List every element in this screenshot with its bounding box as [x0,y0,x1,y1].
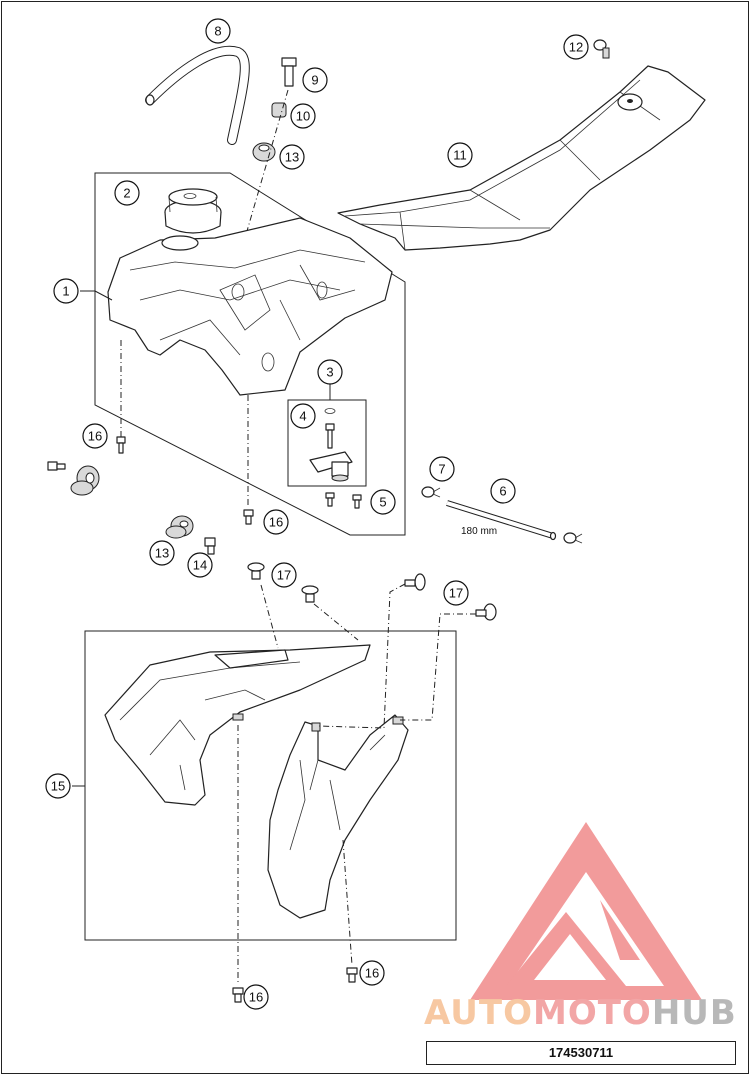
watermark-word-hub: HUB [651,993,737,1033]
callout-leaders [72,290,331,787]
callout-5: 5 [370,489,396,515]
spoiler-left [104,644,371,806]
svg-text:6: 6 [499,484,506,499]
svg-text:12: 12 [569,40,583,55]
watermark-logo-icon [470,822,702,1000]
callout-7: 7 [429,456,455,482]
svg-text:3: 3 [326,365,333,380]
fuel-tap [309,408,353,482]
callout-13-top: 13 [279,144,305,170]
callout-8: 8 [205,18,231,44]
svg-text:10: 10 [296,109,310,124]
spoiler-right [267,714,409,919]
svg-text:15: 15 [51,779,65,794]
svg-text:17: 17 [449,586,463,601]
screw-16-a [116,436,126,454]
svg-text:4: 4 [299,409,306,424]
hose-clamp-b [563,532,583,544]
callout-16-b: 16 [263,509,289,535]
callout-16-c: 16 [243,984,269,1010]
seat [337,65,706,251]
watermark-word-moto: MOTO [532,993,652,1033]
callout-10: 10 [290,103,316,129]
breather-valve [281,57,297,87]
callout-13-bottom: 13 [149,540,175,566]
callout-17-a: 17 [271,562,297,588]
grommet-top [252,142,276,162]
assembly-line-spoiler-f [342,839,353,966]
callout-14: 14 [187,552,213,578]
screw-16-b [243,509,254,525]
rubber-bushing-13 [165,515,194,539]
fuel-cap [164,188,222,234]
callout-11: 11 [447,142,473,168]
svg-text:14: 14 [193,558,207,573]
fuel-tap-group-box [287,399,367,487]
callout-6: 6 [490,478,516,504]
assembly-line-spoiler-b [313,603,359,641]
assembly-line-spoiler-c [317,583,406,729]
svg-text:16: 16 [249,990,263,1005]
screw-17-b [301,585,319,603]
fuel-tank [107,217,393,396]
part-number-box: 174530711 [426,1041,736,1065]
callout-16-a: 16 [82,423,108,449]
svg-text:8: 8 [214,24,221,39]
callout-9: 9 [302,67,328,93]
screw-5 [325,492,362,509]
callout-17-b: 17 [443,580,469,606]
svg-text:2: 2 [123,186,130,201]
dimension-label: 180 mm [461,526,497,537]
screw-16-d [346,967,358,983]
breather-hose [145,45,250,145]
watermark-word-auto: AUTO [424,993,533,1033]
rubber-bushing-left [70,465,100,496]
svg-text:17: 17 [277,568,291,583]
seat-lock-bolt-12 [593,39,610,59]
svg-text:13: 13 [285,150,299,165]
callout-2: 2 [114,180,140,206]
callout-1: 1 [53,278,79,304]
callout-16-d: 16 [359,960,385,986]
assembly-line-hose [237,89,289,263]
svg-text:11: 11 [453,148,467,163]
callout-3: 3 [317,359,343,385]
watermark-text: AUTOMOTOHUB [424,993,737,1033]
spacer-sleeve-14 [204,537,216,555]
svg-text:1: 1 [62,284,69,299]
screw-16-c [232,987,244,1003]
svg-text:7: 7 [438,462,445,477]
callout-4: 4 [290,403,316,429]
svg-text:16: 16 [88,429,102,444]
svg-text:9: 9 [311,73,318,88]
svg-text:5: 5 [379,495,386,510]
svg-text:13: 13 [155,546,169,561]
svg-text:16: 16 [365,966,379,981]
callout-12: 12 [563,34,589,60]
screw-17-a [247,562,265,580]
screw-17-c [404,573,426,591]
tank-group-outline [94,172,406,536]
screw-17-d [475,603,497,621]
rubber-bushing-top [271,102,287,118]
svg-text:16: 16 [269,515,283,530]
fuel-line [446,500,557,541]
callout-15: 15 [45,773,71,799]
screw-left [47,461,66,471]
hose-clamp-a [421,486,441,498]
assembly-line-spoiler-a [260,584,279,649]
assembly-line-spoiler-d [400,613,476,721]
